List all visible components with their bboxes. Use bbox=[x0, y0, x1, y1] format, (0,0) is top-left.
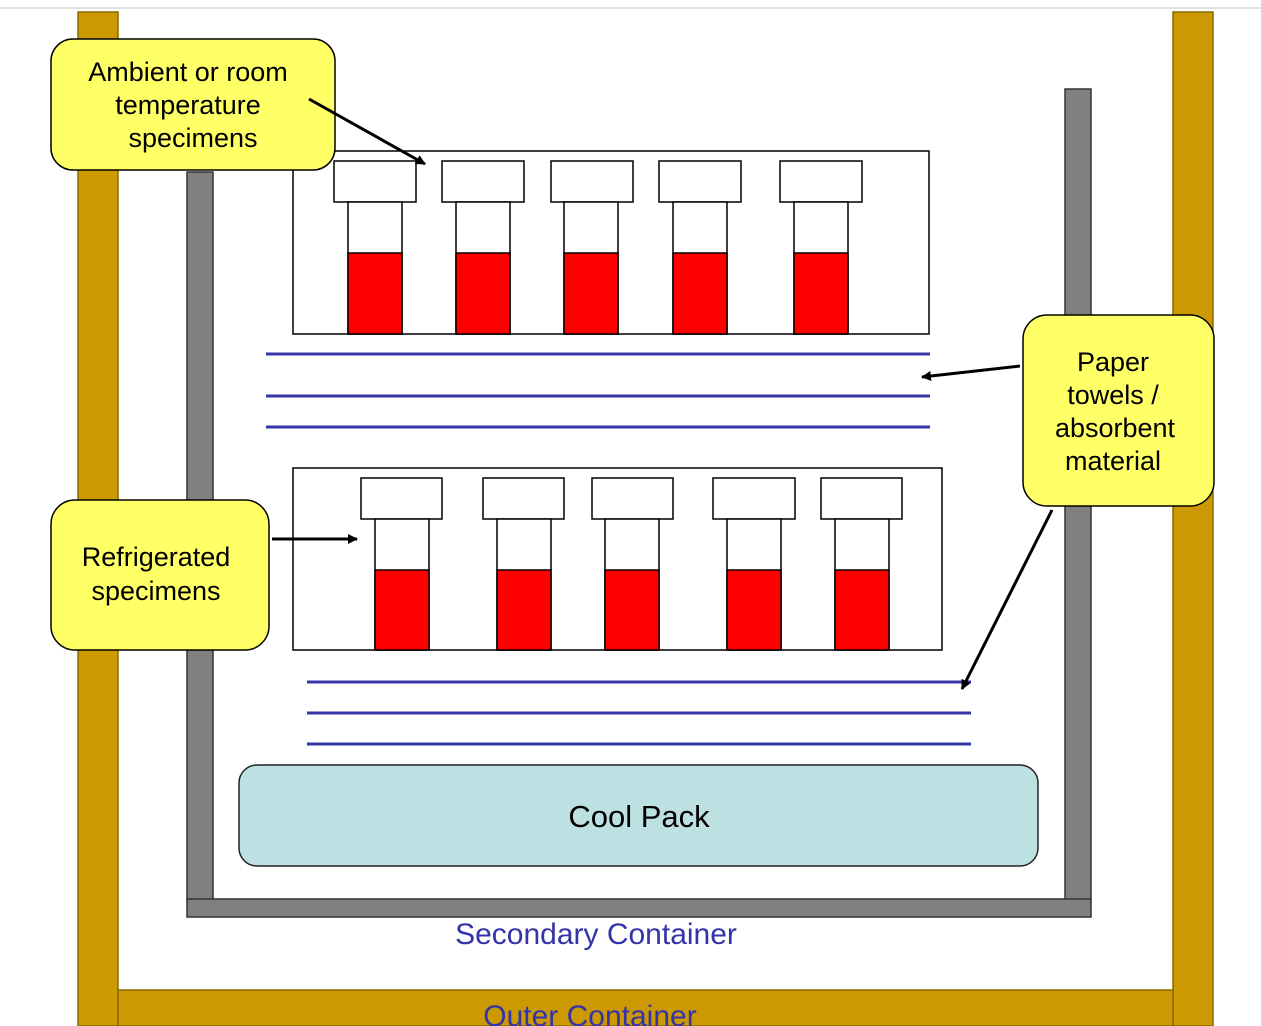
paper-towels-upper-arrow bbox=[921, 364, 1021, 381]
specimen-fill bbox=[347, 252, 403, 335]
paper-towels-callout: Paper towels / absorbent material bbox=[1022, 314, 1215, 507]
specimen-tube bbox=[658, 160, 742, 335]
specimen-tube bbox=[482, 477, 565, 651]
outer-container-bottom-wall bbox=[117, 989, 1174, 1026]
specimen-fill bbox=[374, 569, 430, 651]
callout-line: material bbox=[1065, 446, 1161, 476]
specimen-fill bbox=[455, 252, 511, 335]
specimen-tube bbox=[333, 160, 417, 335]
specimen-fill bbox=[563, 252, 619, 335]
tube-cap bbox=[360, 477, 443, 520]
specimen-fill bbox=[793, 252, 849, 335]
ambient-arrow bbox=[308, 97, 426, 166]
specimen-tube bbox=[712, 477, 796, 651]
callout-line: absorbent bbox=[1055, 413, 1176, 443]
tube-cap bbox=[779, 160, 863, 203]
callout-box bbox=[1022, 314, 1215, 507]
specimen-tube bbox=[360, 477, 443, 651]
tube-cap bbox=[820, 477, 903, 520]
specimen-fill bbox=[672, 252, 728, 335]
outer-container-right-wall bbox=[1172, 11, 1214, 1026]
specimen-tube bbox=[591, 477, 674, 651]
callout-line: specimens bbox=[128, 123, 257, 153]
callout-line: Refrigerated bbox=[82, 542, 231, 572]
absorbent-material-upper bbox=[266, 352, 930, 429]
specimen-tube bbox=[441, 160, 525, 335]
callout-line: specimens bbox=[91, 576, 220, 606]
cool-pack: Cool Pack bbox=[238, 764, 1039, 867]
callout-line: towels / bbox=[1067, 380, 1159, 410]
tube-cap bbox=[441, 160, 525, 203]
tube-cap bbox=[482, 477, 565, 520]
specimen-tube bbox=[779, 160, 863, 335]
specimen-fill bbox=[834, 569, 890, 651]
tube-cap bbox=[550, 160, 634, 203]
cool-pack-label: Cool Pack bbox=[568, 799, 710, 834]
specimen-tube bbox=[820, 477, 903, 651]
paper-towels-lower-arrow bbox=[960, 509, 1054, 690]
secondary-container-bottom-wall bbox=[186, 898, 1092, 918]
cool-pack-body bbox=[238, 764, 1039, 867]
callout-box bbox=[50, 499, 270, 651]
callout-line: temperature bbox=[115, 90, 261, 120]
ambient-specimens-callout: Ambient or room temperature specimens bbox=[50, 38, 336, 171]
outer-container bbox=[77, 11, 1214, 1026]
refrigerated-specimens-callout: Refrigerated specimens bbox=[50, 499, 270, 651]
secondary-container-label: Secondary Container bbox=[455, 918, 737, 951]
outer-container-label: Outer Container bbox=[483, 1000, 696, 1026]
tube-cap bbox=[712, 477, 796, 520]
refrigerated-specimen-rack bbox=[292, 467, 943, 651]
callout-line: Paper bbox=[1077, 347, 1149, 377]
specimen-fill bbox=[604, 569, 660, 651]
specimen-tube bbox=[550, 160, 634, 335]
tube-cap bbox=[658, 160, 742, 203]
specimen-fill bbox=[496, 569, 552, 651]
tube-cap bbox=[333, 160, 417, 203]
absorbent-material-lower bbox=[307, 680, 971, 746]
callout-box bbox=[50, 38, 336, 171]
specimen-fill bbox=[726, 569, 782, 651]
tube-cap bbox=[591, 477, 674, 520]
callout-line: Ambient or room bbox=[88, 57, 288, 87]
ambient-specimen-rack bbox=[292, 150, 930, 335]
